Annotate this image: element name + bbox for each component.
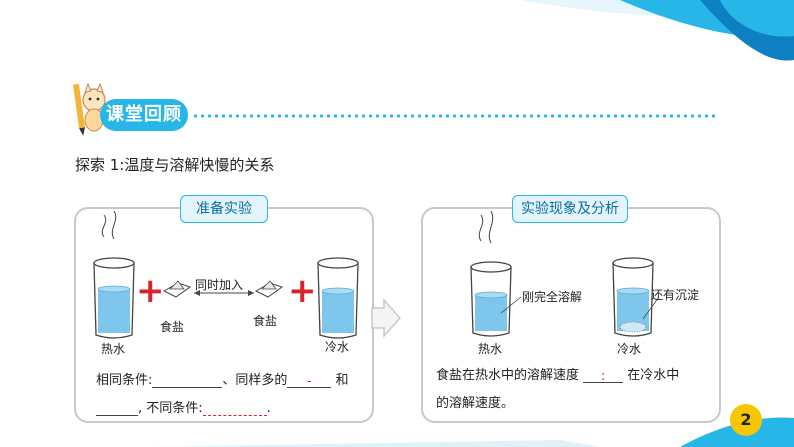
same-condition-blank-3[interactable]	[96, 402, 138, 416]
conclusion-line-1: 食盐在热水中的溶解速度 : 在冷水中	[436, 364, 680, 384]
conclusion-blank[interactable]: :	[583, 369, 624, 384]
same-condition-blank-2[interactable]: -	[287, 374, 332, 389]
diff-conditions-prefix: 不同条件:	[146, 401, 203, 416]
same-conditions-sep: 、同样多的	[222, 373, 288, 388]
hot-water-beaker-icon	[93, 257, 135, 339]
cold-water-beaker-icon	[317, 257, 359, 339]
different-conditions-line: , 不同条件:.	[96, 397, 271, 416]
steam-icon-right	[478, 210, 494, 244]
diff-condition-blank[interactable]	[202, 402, 267, 416]
same-condition-blank-1[interactable]	[152, 374, 223, 388]
same-condition-red-mark: -	[307, 374, 312, 389]
top-swoosh-blue	[620, 0, 794, 38]
cold-water-label-right: 冷水	[617, 342, 642, 356]
salt-left-icon	[162, 280, 192, 298]
conclusion-part-2: 在冷水中	[627, 368, 680, 383]
cold-water-label: 冷水	[325, 340, 350, 354]
salt-left-label: 食盐	[160, 320, 185, 334]
results-illustration	[470, 210, 660, 337]
steam-icon	[101, 210, 117, 240]
hot-water-dissolved-beaker-icon	[470, 261, 522, 337]
section-title-pill: 课堂回顾	[100, 99, 188, 131]
conclusion-line-2: 的溶解速度。	[436, 396, 515, 411]
plus-sign-right: +	[288, 271, 317, 311]
cold-water-sediment-beaker-icon	[612, 257, 660, 337]
preparation-tag: 准备实验	[180, 195, 268, 223]
same-conditions-and: 和	[335, 373, 349, 388]
salt-right-label: 食盐	[253, 314, 278, 328]
dotted-divider	[192, 114, 718, 118]
top-swoosh-dark	[700, 0, 794, 61]
plus-sign-left: +	[136, 271, 165, 311]
salt-right-icon	[254, 280, 284, 298]
results-panel	[421, 207, 721, 423]
sediment-label: 还有沉淀	[651, 288, 700, 302]
hot-water-label-right: 热水	[478, 342, 503, 356]
page-number-badge: 2	[730, 404, 762, 436]
next-arrow-icon	[371, 298, 402, 338]
results-tag: 实验现象及分析	[512, 195, 628, 223]
conclusion-red-mark: :	[600, 369, 606, 384]
preparation-illustration	[93, 210, 359, 339]
fully-dissolved-label: 刚完全溶解	[522, 290, 583, 304]
bottom-band	[150, 440, 600, 447]
same-conditions-prefix: 相同条件:	[96, 373, 153, 388]
same-conditions-line: 相同条件: 、同样多的 - 和	[96, 369, 349, 389]
conclusion-part-1: 食盐在热水中的溶解速度	[436, 368, 580, 383]
arrow-label: 同时加入	[195, 278, 244, 292]
exploration-subtitle: 探索 1:温度与溶解快慢的关系	[75, 156, 275, 174]
hot-water-label: 热水	[101, 342, 126, 356]
double-arrow-icon	[194, 290, 254, 296]
cat-mascot-icon	[72, 82, 106, 136]
